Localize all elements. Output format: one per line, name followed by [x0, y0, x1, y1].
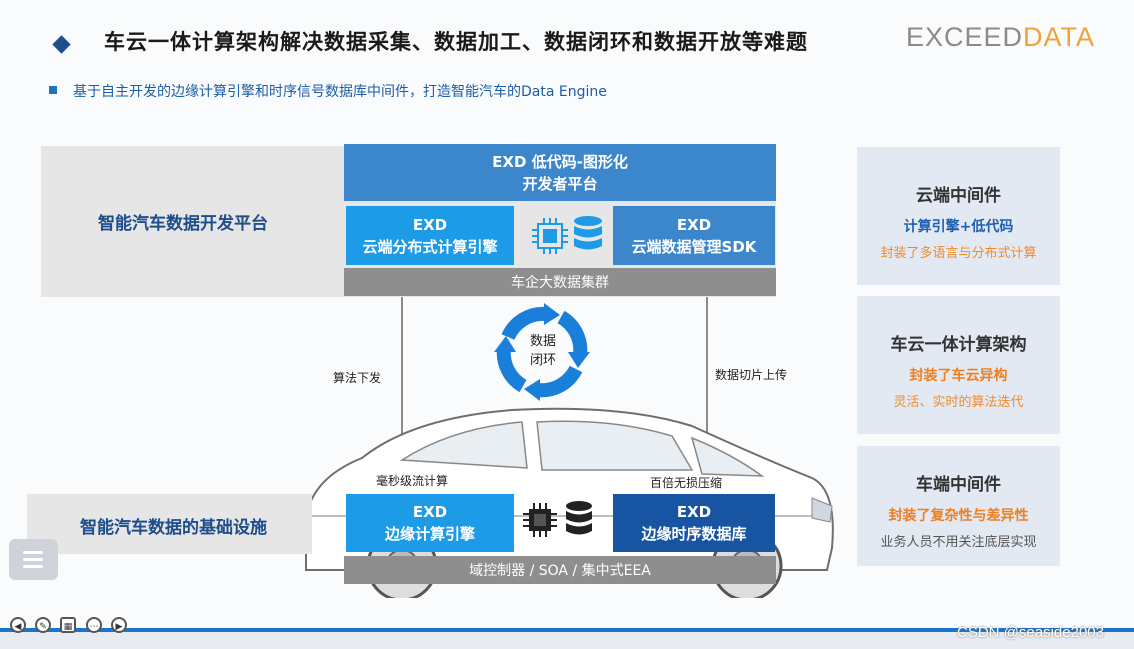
cloud-compute-engine-box: EXD 云端分布式计算引擎 [346, 206, 514, 265]
right-panel-highlight: 封装了车云异构 [909, 368, 1008, 384]
platform-label: 智能汽车数据开发平台 [98, 214, 268, 234]
pen-tool-icon[interactable]: ✎ [35, 617, 51, 633]
right-panel-vehicle-middleware: 车端中间件 封装了复杂性与差异性 业务人员不用关注底层实现 [857, 446, 1060, 566]
data-loop-label: 数据 闭环 [529, 334, 556, 368]
chip-icon [530, 216, 570, 256]
lowcode-platform-box: EXD 低代码-图形化 开发者平台 [344, 144, 776, 201]
cloud-data-sdk-box: EXD 云端数据管理SDK [613, 206, 775, 265]
right-panel-desc: 灵活、实时的算法迭代 [893, 395, 1024, 410]
title-diamond-icon [52, 35, 71, 54]
more-options-icon[interactable]: ⋯ [86, 617, 102, 633]
slide: 车云一体计算架构解决数据采集、数据加工、数据闭环和数据开放等难题 EXCEEDD… [27, 22, 1096, 602]
right-panel-highlight: 封装了复杂性与差异性 [888, 508, 1029, 524]
right-panel-title: 云端中间件 [916, 186, 1001, 206]
right-panel-desc: 封装了多语言与分布式计算 [880, 246, 1037, 261]
slides-grid-icon[interactable]: ▦ [60, 617, 76, 633]
infra-label: 智能汽车数据的基础设施 [80, 518, 267, 538]
algorithm-down-line [401, 297, 403, 492]
lossless-compress-label: 百倍无损压缩 [650, 476, 723, 490]
ms-stream-label: 毫秒级流计算 [376, 474, 449, 488]
slide-subtitle: 基于自主开发的边缘计算引擎和时序信号数据库中间件，打造智能汽车的Data Eng… [73, 84, 607, 100]
infra-band [27, 494, 312, 554]
right-panel-car-cloud-arch: 车云一体计算架构 封装了车云异构 灵活、实时的算法迭代 [857, 296, 1060, 434]
exceeddata-logo: EXCEEDDATA [906, 22, 1096, 52]
right-panel-highlight: 计算引擎+低代码 [903, 219, 1014, 235]
algorithm-dispatch-label: 算法下发 [333, 371, 382, 385]
presentation-bottom-bar [0, 628, 1134, 649]
edge-chip-icon [522, 502, 558, 538]
menu-button[interactable] [9, 539, 58, 580]
right-panel-desc: 业务人员不用关注底层实现 [880, 535, 1037, 550]
edge-database-icon [564, 500, 594, 542]
edge-compute-engine-box: EXD 边缘计算引擎 [346, 494, 514, 552]
slide-title: 车云一体计算架构解决数据采集、数据加工、数据闭环和数据开放等难题 [104, 30, 808, 54]
next-slide-icon[interactable]: ▶ [111, 617, 127, 633]
right-panel-title: 车云一体计算架构 [890, 335, 1027, 355]
subtitle-bullet-icon [49, 86, 57, 94]
menu-icon [23, 551, 43, 554]
cycle-arrows-icon [486, 297, 598, 407]
cluster-bar: 车企大数据集群 [344, 268, 776, 296]
right-panel-title: 车端中间件 [916, 475, 1001, 495]
domain-controller-bar: 域控制器 / SOA / 集中式EEA [344, 556, 776, 584]
prev-slide-icon[interactable]: ◀ [10, 617, 26, 633]
data-slice-upload-label: 数据切片上传 [715, 368, 788, 382]
data-upload-line [706, 297, 708, 492]
database-icon [572, 214, 604, 258]
edge-timeseries-db-box: EXD 边缘时序数据库 [613, 494, 775, 552]
csdn-watermark: CSDN @seaside2003 [957, 624, 1104, 641]
right-panel-cloud-middleware: 云端中间件 计算引擎+低代码 封装了多语言与分布式计算 [857, 147, 1060, 285]
